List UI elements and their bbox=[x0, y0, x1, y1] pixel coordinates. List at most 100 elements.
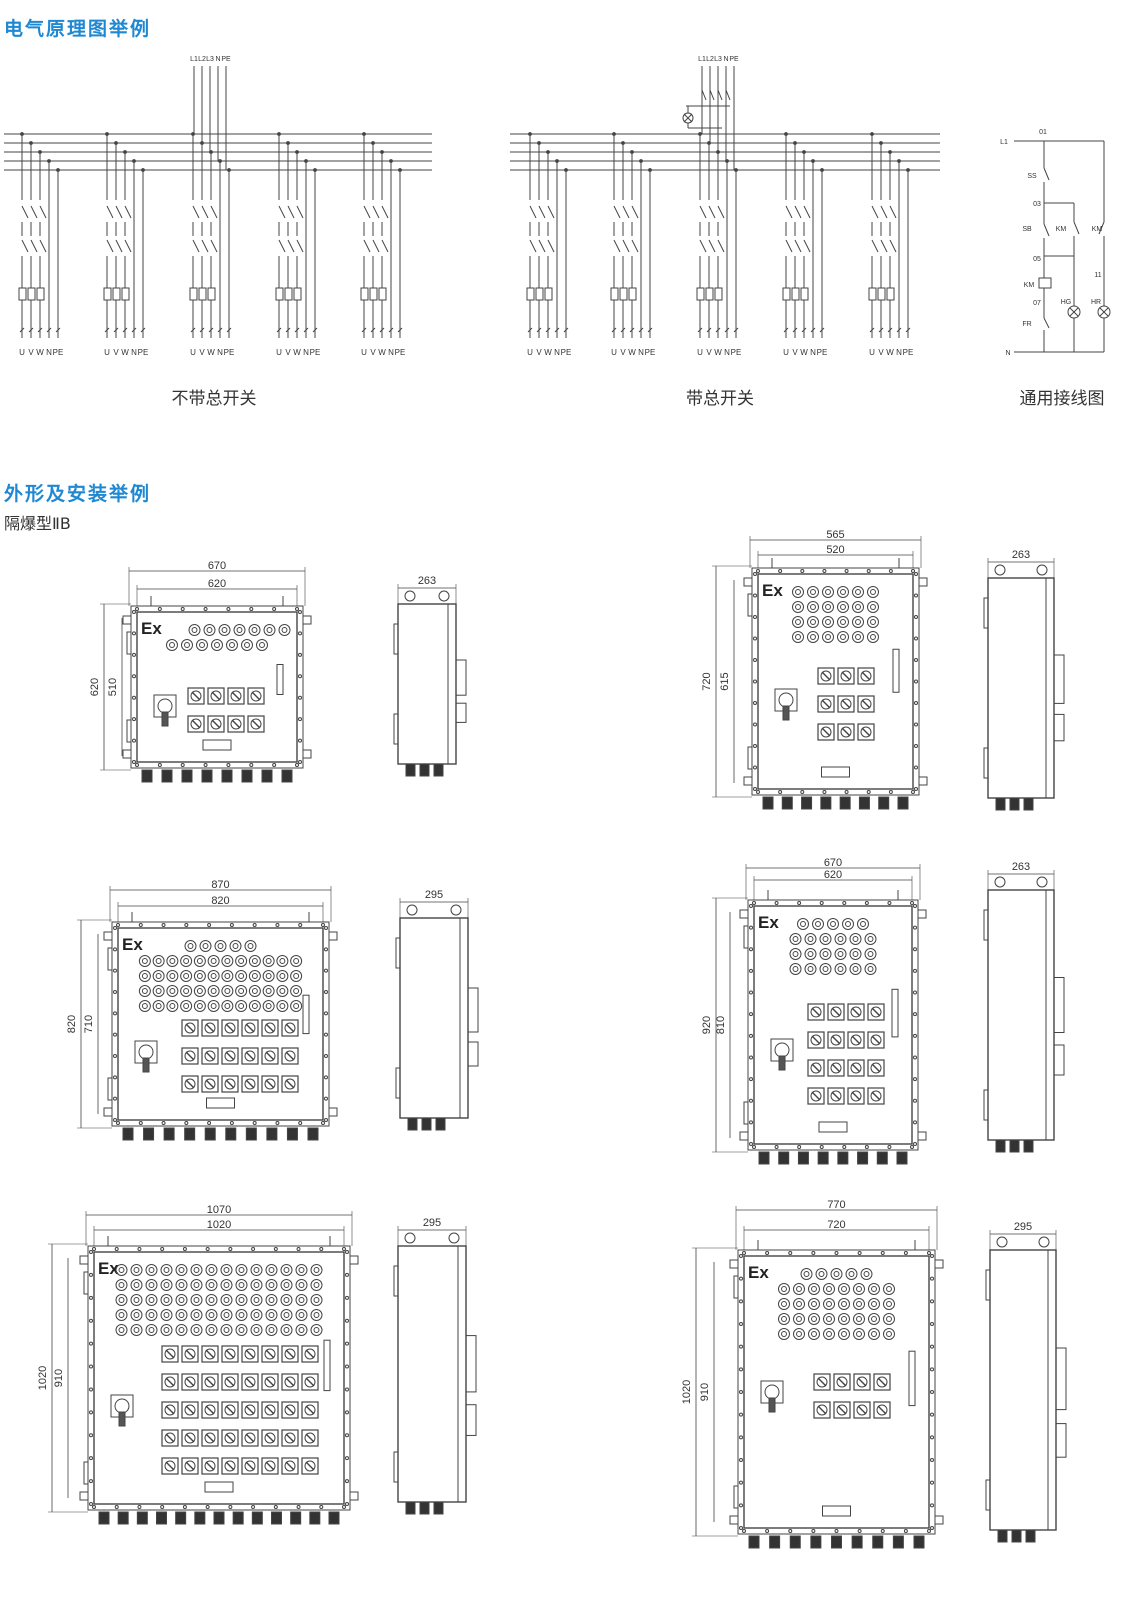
socket-knob-icon bbox=[193, 970, 206, 982]
breaker-switch-icon bbox=[241, 1429, 259, 1447]
breaker-switch-icon bbox=[241, 1047, 259, 1065]
socket-knob-center-icon bbox=[244, 642, 250, 648]
socket-knob-icon bbox=[160, 1294, 173, 1306]
dim-height-outer: 720 bbox=[701, 672, 713, 690]
terminal-mark bbox=[388, 327, 394, 333]
socket-knob-icon bbox=[778, 1313, 790, 1325]
breaker-dial-icon bbox=[250, 690, 262, 702]
bolt-icon bbox=[914, 701, 918, 705]
breaker-handle-icon bbox=[851, 1063, 861, 1073]
breaker-switch-icon bbox=[867, 1003, 885, 1021]
breaker-dial-icon bbox=[284, 1348, 296, 1360]
breaker-dial-icon bbox=[816, 1404, 828, 1416]
socket-knob-icon bbox=[310, 1264, 323, 1276]
socket-knob-center-icon bbox=[781, 1316, 787, 1322]
socket-knob-icon bbox=[250, 1279, 263, 1291]
breaker-dial-icon bbox=[264, 1078, 276, 1090]
socket-knob-icon bbox=[160, 1279, 173, 1291]
breaker-blade bbox=[631, 239, 639, 253]
bolt-icon bbox=[228, 1505, 233, 1509]
breaker-switch-icon bbox=[301, 1457, 319, 1475]
bolt-icon bbox=[132, 631, 136, 636]
indicator-window bbox=[276, 664, 284, 695]
breaker-switch-icon bbox=[227, 715, 245, 733]
socket-knob-center-icon bbox=[223, 1297, 230, 1303]
socket-knob-center-icon bbox=[169, 1003, 176, 1009]
socket-knob-center-icon bbox=[224, 988, 231, 994]
bolt-icon bbox=[752, 1145, 756, 1149]
bolt-icon bbox=[321, 1121, 325, 1125]
cable-gland-icon bbox=[851, 1535, 863, 1549]
bolt-icon bbox=[887, 1145, 892, 1149]
breaker-handle-icon bbox=[231, 691, 241, 701]
socket-knob-icon bbox=[883, 1283, 895, 1295]
socket-knob-icon bbox=[160, 1324, 173, 1336]
cable-gland-icon bbox=[201, 769, 213, 783]
socket-knob-center-icon bbox=[238, 1327, 245, 1333]
socket-knob-icon bbox=[262, 970, 275, 982]
breaker-handle-icon bbox=[811, 1007, 821, 1017]
bolt-icon bbox=[914, 593, 918, 598]
main-switch-blade bbox=[709, 89, 715, 101]
breaker-blade bbox=[871, 205, 879, 219]
socket-knob-center-icon bbox=[822, 966, 829, 972]
breaker-switch-icon bbox=[187, 687, 205, 705]
cable-gland-icon bbox=[896, 1151, 908, 1165]
socket-knob-icon bbox=[211, 639, 223, 651]
socket-knob-center-icon bbox=[886, 1286, 892, 1292]
socket-knob-icon bbox=[235, 1309, 248, 1321]
outlet-label: V bbox=[878, 348, 884, 357]
breaker-handle-icon bbox=[165, 1405, 175, 1415]
breaker-blade bbox=[115, 205, 123, 219]
socket-knob-icon bbox=[864, 963, 877, 975]
dim-height-inner: 810 bbox=[715, 1016, 727, 1034]
breaker-switch-icon bbox=[847, 1087, 865, 1105]
socket-knob-center-icon bbox=[852, 951, 859, 957]
rotary-handle-icon bbox=[161, 711, 169, 727]
socket-knob-icon bbox=[792, 631, 804, 643]
bolt-icon bbox=[913, 1098, 917, 1103]
outlet-label: PE bbox=[561, 348, 572, 357]
socket-knob-center-icon bbox=[283, 1327, 290, 1333]
socket-knob-icon bbox=[792, 601, 804, 613]
socket-knob-icon bbox=[800, 1268, 813, 1280]
socket-knob-icon bbox=[130, 1279, 143, 1291]
bolt-icon bbox=[324, 1118, 328, 1122]
breaker-blade bbox=[538, 239, 546, 253]
ex-mark: Ex bbox=[98, 1259, 119, 1278]
breaker-dial-icon bbox=[284, 1432, 296, 1444]
bolt-icon bbox=[749, 1077, 753, 1082]
socket-knob-center-icon bbox=[163, 1297, 170, 1303]
breaker-switch-icon bbox=[853, 1401, 871, 1419]
breaker-handle-icon bbox=[205, 1079, 215, 1089]
bolt-icon bbox=[753, 701, 757, 705]
bolt-icon bbox=[113, 947, 117, 952]
breaker-handle-icon bbox=[837, 1405, 847, 1415]
breaker-dial-icon bbox=[244, 1022, 256, 1034]
breaker-blade bbox=[381, 239, 389, 253]
breaker-blade bbox=[717, 239, 725, 253]
dim-depth: 295 bbox=[1014, 1221, 1032, 1233]
hinge bbox=[733, 1275, 739, 1299]
terminal-mark bbox=[285, 327, 291, 333]
breaker-blade bbox=[803, 205, 811, 219]
socket-knob-center-icon bbox=[298, 1282, 305, 1288]
socket-knob-center-icon bbox=[148, 1312, 155, 1318]
socket-knob-center-icon bbox=[298, 1327, 305, 1333]
terminal-mark bbox=[46, 327, 52, 333]
socket-knob-icon bbox=[263, 624, 276, 636]
socket-knob-center-icon bbox=[852, 936, 859, 942]
breaker-switch-icon bbox=[181, 1075, 199, 1093]
outlet-label: PE bbox=[224, 348, 235, 357]
socket-knob-icon bbox=[290, 970, 303, 982]
terminal-mark bbox=[226, 327, 232, 333]
bolt-icon bbox=[345, 1387, 349, 1392]
breaker-switch-icon bbox=[807, 1031, 825, 1049]
socket-knob-center-icon bbox=[886, 1331, 892, 1337]
socket-knob-center-icon bbox=[223, 1327, 230, 1333]
breaker-handle-icon bbox=[245, 1349, 255, 1359]
breaker-switch-icon bbox=[837, 667, 855, 685]
breaker-handle-icon bbox=[821, 727, 831, 737]
bolt-icon bbox=[819, 901, 824, 905]
breaker-dial-icon bbox=[204, 1376, 216, 1388]
